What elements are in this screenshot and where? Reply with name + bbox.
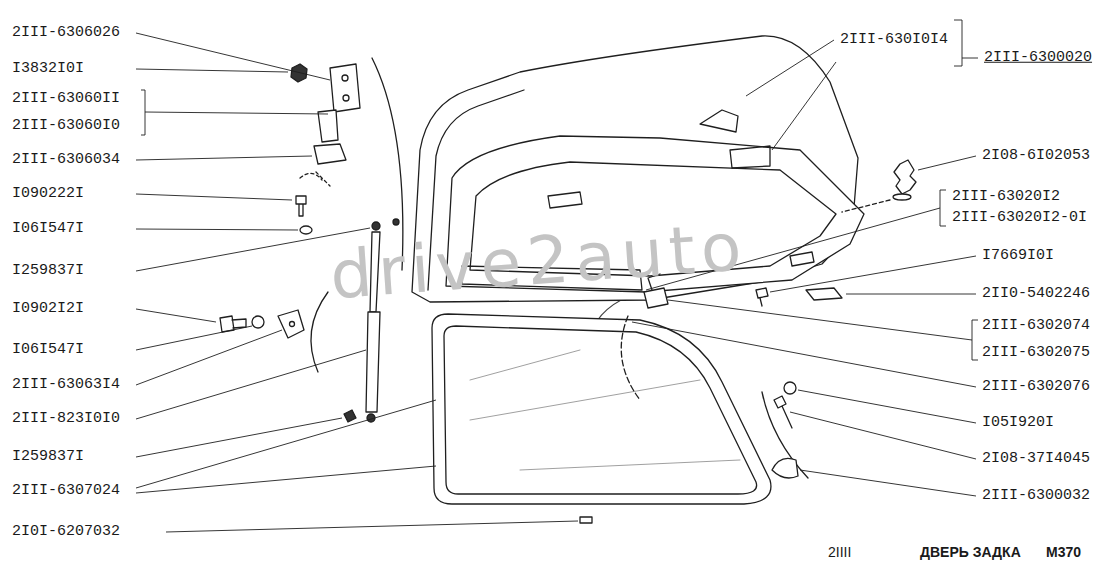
clip (894, 160, 916, 194)
lock (644, 288, 668, 308)
part-number: 2III-6302075 (982, 345, 1090, 362)
gas-strut-body (366, 312, 380, 412)
nut (344, 410, 356, 422)
part-number: I0902I2I (12, 301, 84, 318)
panel-hole (700, 110, 738, 132)
hinge-hole (342, 75, 348, 81)
part-number: 2III-6306026 (12, 25, 120, 42)
nut (291, 64, 307, 82)
washer (252, 316, 264, 328)
part-number: I7669I0I (982, 248, 1054, 265)
bracket-hole (290, 322, 295, 327)
sheet-label: M370 (1046, 545, 1081, 560)
hinge (330, 64, 360, 112)
part-number: 2III-6307024 (12, 483, 120, 500)
bolt (296, 196, 306, 216)
part-number: I05I920I (982, 415, 1054, 432)
trim-hole (548, 192, 582, 208)
part-number: 2III-63060II (12, 91, 120, 108)
panel-hole (730, 146, 770, 168)
washer (784, 382, 796, 394)
part-number: I090222I (12, 186, 84, 203)
hinge-plate (314, 144, 346, 164)
part-number: 2III-6306034 (12, 152, 120, 169)
part-number: 2III-6302074 (982, 318, 1090, 335)
part-number: 2III-823I0I0 (12, 411, 120, 428)
sheet-label: 2IIII (828, 545, 851, 560)
plate (806, 288, 842, 300)
part-number: 2III-63060I0 (12, 118, 120, 135)
part-number: 2I08-6I02053 (982, 148, 1090, 165)
part-number: 2III-6302076 (982, 379, 1090, 396)
part-number: 2III-6300020 (984, 50, 1092, 67)
window-seal (432, 314, 771, 504)
hinge-link (318, 110, 338, 142)
clip-head (893, 194, 911, 200)
watermark: drive2auto (328, 211, 750, 313)
glass-line (470, 350, 740, 470)
part-number: I259837I (12, 263, 84, 280)
leader-arrow (842, 200, 890, 212)
cap (772, 458, 798, 478)
part-number: 2III-63063I4 (12, 377, 120, 394)
cable (621, 316, 640, 400)
leader-lines (136, 20, 978, 532)
strut-bracket (278, 310, 304, 338)
part-number: 2I08-37I4045 (982, 451, 1090, 468)
part-number: 2I0I-6207032 (12, 524, 120, 541)
seal-piece (580, 517, 592, 523)
body-edge (762, 392, 808, 478)
sheet-label: ДВЕРЬ ЗАДКА (920, 545, 1021, 560)
screw (756, 288, 768, 306)
hinge-hole (343, 95, 349, 101)
part-number: 2III-63020I2-0I (952, 210, 1087, 227)
trim-hole (790, 252, 814, 266)
part-number: 2III-63020I2 (952, 189, 1060, 206)
part-number: I06I547I (12, 342, 84, 359)
part-number: 2III-630I0I4 (840, 32, 948, 49)
part-number: I259837I (12, 449, 84, 466)
part-number: I06I547I (12, 221, 84, 238)
body-edge (311, 292, 328, 372)
part-number: I3832I0I (12, 61, 84, 78)
window-seal (444, 326, 757, 494)
leader-arrow (300, 172, 330, 186)
screw (774, 396, 792, 428)
nut (393, 219, 399, 225)
part-number: 2II0-5402246 (982, 286, 1090, 303)
nut (372, 222, 380, 230)
part-number: 2III-6300032 (982, 488, 1090, 505)
washer (300, 226, 312, 234)
